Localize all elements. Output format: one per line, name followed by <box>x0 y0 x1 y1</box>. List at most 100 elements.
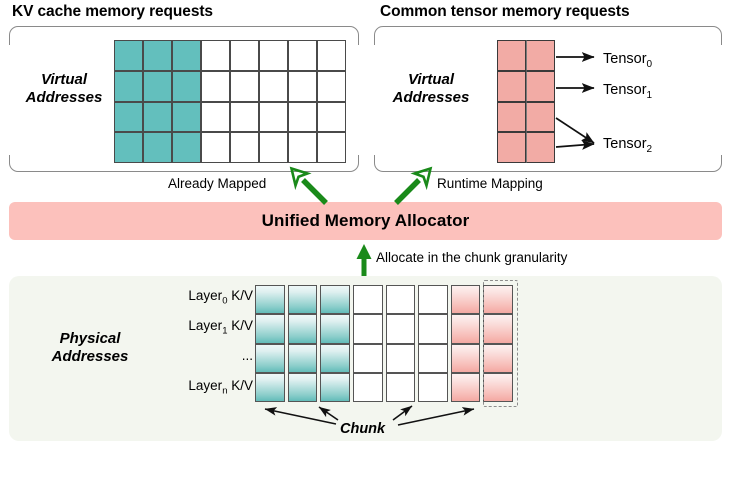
physical-cell <box>320 314 350 344</box>
kv-virtual-cell <box>317 40 346 71</box>
tensor-label-2: Tensor2 <box>603 136 653 155</box>
common-tensor-panel-title: Common tensor memory requests <box>380 3 630 20</box>
physical-cell <box>255 343 285 373</box>
physical-cell <box>450 343 481 373</box>
physical-cell <box>385 285 416 315</box>
kv-virtual-cell <box>259 70 288 102</box>
physical-row-label-0: Layer0 K/V <box>188 288 253 307</box>
physical-cell <box>385 314 416 344</box>
kv-virtual-cell <box>114 132 143 163</box>
kv-cache-virtual-panel <box>7 26 361 172</box>
kv-virtual-cell <box>230 132 259 163</box>
physical-cell <box>287 372 318 402</box>
tensor-virtual-cell <box>526 40 555 71</box>
kv-virtual-cell <box>230 101 259 133</box>
physical-addresses-line2: Addresses <box>51 348 129 366</box>
bracket-gap-left <box>7 45 11 155</box>
tensor-virtual-address-grid <box>497 40 555 163</box>
physical-cell <box>450 372 481 402</box>
physical-cell <box>450 314 481 344</box>
physical-cell <box>320 343 350 373</box>
physical-cell <box>418 343 448 373</box>
physical-cell <box>418 314 448 344</box>
physical-row-label-3: Layern K/V <box>188 378 253 397</box>
kv-virtual-cell <box>172 70 201 102</box>
physical-cell <box>352 314 383 344</box>
physical-cell <box>418 372 448 402</box>
tensor-virtual-cell <box>497 40 526 71</box>
kv-virtual-cell <box>259 132 288 163</box>
physical-cell <box>255 285 285 315</box>
physical-addresses-line1: Physical <box>59 330 121 347</box>
kv-virtual-cell <box>172 101 201 133</box>
kv-virtual-cell <box>143 40 172 71</box>
kv-virtual-cell <box>201 70 230 102</box>
physical-cell <box>352 343 383 373</box>
physical-cell <box>255 314 285 344</box>
kv-virtual-cell <box>230 40 259 71</box>
physical-cell <box>385 343 416 373</box>
kv-virtual-cell <box>317 70 346 102</box>
physical-grid-column <box>352 285 383 402</box>
tensor-virtual-cell <box>526 70 555 102</box>
kv-virtual-cell <box>288 132 317 163</box>
kv-virtual-cell <box>288 70 317 102</box>
physical-cell <box>483 343 513 373</box>
physical-cell <box>450 285 481 315</box>
bracket-gap-right <box>357 45 361 155</box>
tensor-label-0: Tensor0 <box>603 51 653 70</box>
kv-virtual-cell <box>143 101 172 133</box>
physical-cell <box>418 285 448 315</box>
tensor-virtual-cell <box>526 132 555 163</box>
physical-grid-column <box>255 285 285 402</box>
tensor-virtual-cell <box>526 101 555 133</box>
physical-cell <box>287 285 318 315</box>
kv-virtual-cell <box>114 101 143 133</box>
physical-cell <box>352 372 383 402</box>
physical-addresses-label: Physical Addresses <box>16 330 164 367</box>
tensor-virtual-cell <box>497 101 526 133</box>
runtime-mapping-caption: Runtime Mapping <box>437 176 543 191</box>
bracket-gap-right <box>720 45 724 155</box>
tensor-virtual-addresses-line1: Virtual <box>407 71 455 88</box>
physical-cell <box>385 372 416 402</box>
physical-grid-column <box>418 285 448 402</box>
kv-virtual-cell <box>201 101 230 133</box>
physical-cell <box>287 343 318 373</box>
kv-virtual-cell <box>172 40 201 71</box>
tensor-virtual-addresses-label: Virtual Addresses <box>381 71 481 108</box>
kv-virtual-addresses-label: Virtual Addresses <box>14 71 114 108</box>
tensor-virtual-addresses-line2: Addresses <box>392 89 470 107</box>
kv-virtual-addresses-line2: Addresses <box>25 89 103 107</box>
kv-virtual-cell <box>259 40 288 71</box>
runtime-mapping-arrow <box>394 166 433 205</box>
physical-grid-column <box>287 285 318 402</box>
kv-virtual-cell <box>201 132 230 163</box>
physical-cell <box>320 285 350 315</box>
kv-virtual-cell <box>317 132 346 163</box>
physical-grid-column <box>450 285 481 402</box>
tensor-virtual-cell <box>497 70 526 102</box>
physical-row-label-1: Layer1 K/V <box>188 318 253 337</box>
kv-virtual-cell <box>201 40 230 71</box>
kv-virtual-cell <box>288 101 317 133</box>
kv-virtual-cell <box>114 70 143 102</box>
tensor-label-1: Tensor1 <box>603 82 653 101</box>
allocate-arrow <box>356 244 372 276</box>
tensor-virtual-cell <box>497 132 526 163</box>
physical-cell <box>287 314 318 344</box>
physical-grid-column <box>385 285 416 402</box>
physical-cell <box>255 372 285 402</box>
unified-memory-allocator-bar: Unified Memory Allocator <box>9 202 722 240</box>
physical-cell <box>483 314 513 344</box>
physical-cell <box>320 372 350 402</box>
already-mapped-arrow <box>289 166 328 205</box>
kv-virtual-cell <box>317 101 346 133</box>
kv-virtual-cell <box>114 40 143 71</box>
kv-virtual-address-grid <box>114 40 346 163</box>
physical-cell <box>352 285 383 315</box>
unified-memory-allocator-label: Unified Memory Allocator <box>261 211 470 230</box>
physical-address-grid <box>255 285 513 402</box>
kv-virtual-cell <box>230 70 259 102</box>
